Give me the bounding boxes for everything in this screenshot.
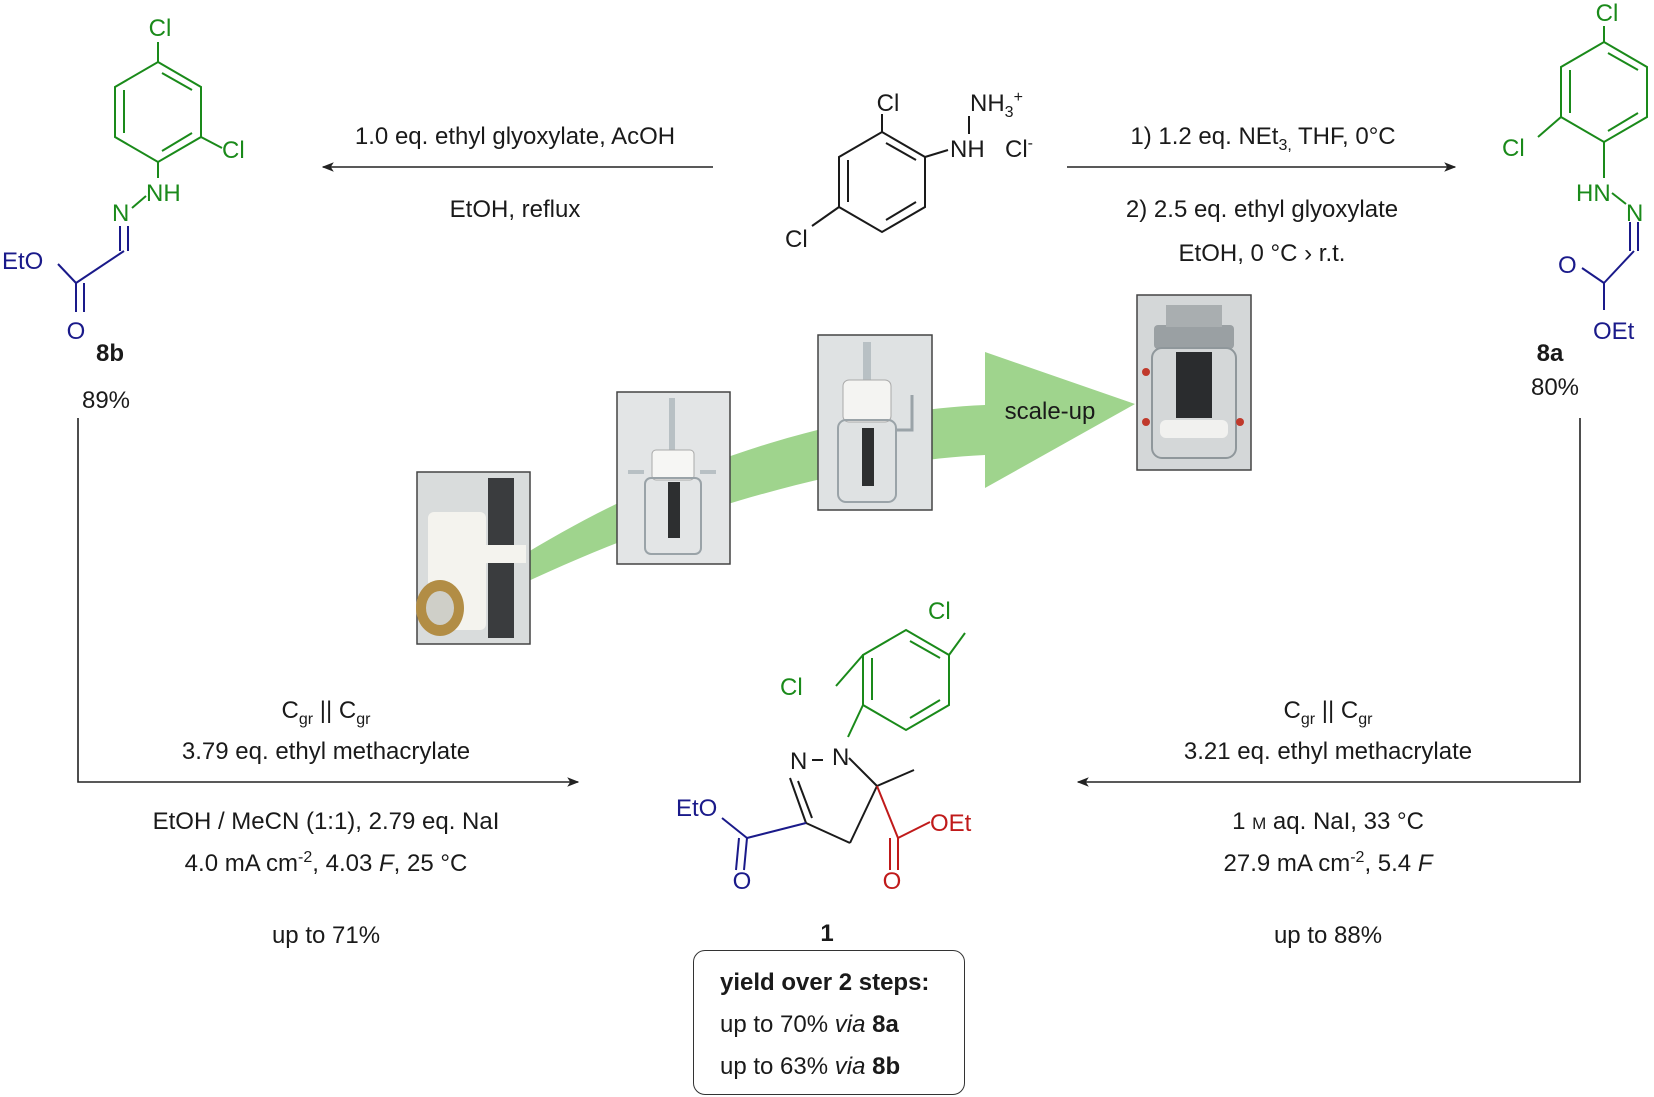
photo-large-reactor xyxy=(1136,294,1252,471)
photo-small-cell xyxy=(416,471,531,645)
left-cond-current-mid: , 4.03 xyxy=(312,850,380,877)
right-cond-sep: || xyxy=(1315,697,1341,724)
c8b-yield: 89% xyxy=(81,387,131,414)
arrow-8b-to-1 xyxy=(77,418,580,787)
summary-row1-pre: up to 70% xyxy=(720,1011,835,1038)
right-cond-c2: C xyxy=(1340,697,1359,724)
right-cond-solvent-post: aq. NaI, 33 °C xyxy=(1266,808,1424,835)
left-cond-sep: || xyxy=(313,697,339,724)
left-cond-sub1: gr xyxy=(298,710,314,728)
right-reaction-line1-pre: 1) 1.2 eq. NEt xyxy=(1130,123,1279,150)
right-cond-solvent-m: M xyxy=(1252,814,1267,833)
p1-label: 1 xyxy=(820,920,834,947)
right-reaction-line1-post: THF, 0°C xyxy=(1291,123,1396,150)
left-cond-electrodes: Cgr || Cgr xyxy=(281,697,371,728)
right-cond-current-sup: -2 xyxy=(1350,849,1365,866)
scale-up-label: scale-up xyxy=(1004,398,1096,425)
summary-row2-pre: up to 63% xyxy=(720,1053,835,1080)
summary-heading: yield over 2 steps: xyxy=(720,969,930,996)
p1-cl-top: Cl xyxy=(928,598,951,625)
c8a-cl-top: Cl xyxy=(1595,0,1619,27)
right-cond-current-mid: , 5.4 xyxy=(1364,850,1418,877)
start-cl-bottom: Cl xyxy=(785,226,808,253)
left-cond-solvent: EtOH / MeCN (1:1), 2.79 eq. NaI xyxy=(152,808,500,835)
p1-o-right: O xyxy=(882,868,902,895)
yield-summary-box: yield over 2 steps: up to 70% via 8a up … xyxy=(693,950,965,1095)
left-cond-current-pre: 4.0 mA cm xyxy=(184,850,299,877)
c8a-cl-ortho: Cl xyxy=(1502,135,1525,162)
start-cl-top: Cl xyxy=(876,90,900,117)
right-cond-electrodes: Cgr || Cgr xyxy=(1283,697,1373,728)
left-reaction-line1: 1.0 eq. ethyl glyoxylate, AcOH xyxy=(354,123,676,150)
left-cond-current-sup: -2 xyxy=(298,849,313,866)
c8a-o: O xyxy=(1558,252,1577,279)
left-cond-c2: C xyxy=(338,697,357,724)
right-reaction-line3: EtOH, 0 °C › r.t. xyxy=(1178,240,1346,267)
start-chloride-text: Cl xyxy=(1005,136,1028,163)
starting-material-structure xyxy=(811,114,970,234)
left-reaction-line2: EtOH, reflux xyxy=(449,196,581,223)
c8a-label: 8a xyxy=(1536,340,1564,367)
start-chloride: Cl- xyxy=(1005,136,1033,164)
c8b-cl-ortho: Cl xyxy=(222,137,245,164)
compound-8b-structure xyxy=(57,42,223,312)
c8b-n: N xyxy=(112,200,130,227)
start-nh3-sup: + xyxy=(1013,89,1023,106)
c8b-eto: EtO xyxy=(2,248,44,275)
right-reaction-line1: 1) 1.2 eq. NEt3, THF, 0°C xyxy=(1130,123,1396,154)
left-cond-yield: up to 71% xyxy=(271,922,381,949)
left-cond-c1: C xyxy=(281,697,299,724)
start-nh3: NH3+ xyxy=(970,89,1023,121)
p1-eto: EtO xyxy=(676,795,718,822)
right-cond-sub1: gr xyxy=(1300,710,1316,728)
left-cond-sub2: gr xyxy=(356,710,371,728)
product-1-structure xyxy=(721,628,966,871)
start-nh: NH xyxy=(950,136,985,163)
summary-row1-via: via xyxy=(834,1011,866,1038)
right-cond-c1: C xyxy=(1283,697,1301,724)
right-cond-yield: up to 88% xyxy=(1273,922,1383,949)
c8b-o: O xyxy=(66,318,86,345)
c8a-hn: HN xyxy=(1576,180,1611,207)
p1-oet: OEt xyxy=(930,810,972,837)
right-cond-current-f: F xyxy=(1417,850,1433,877)
right-reaction-line2: 2) 2.5 eq. ethyl glyoxylate xyxy=(1125,196,1399,223)
p1-n2: N xyxy=(790,748,808,775)
start-nh3-text: NH xyxy=(970,90,1005,117)
right-cond-solvent-pre: 1 xyxy=(1232,808,1253,835)
c8b-nh: NH xyxy=(146,180,181,207)
left-cond-current-post: , 25 °C xyxy=(393,850,468,877)
right-cond-current: 27.9 mA cm-2, 5.4 F xyxy=(1224,850,1433,878)
c8a-oet: OEt xyxy=(1593,318,1635,345)
photo-glass-cell-2 xyxy=(817,334,933,511)
p1-n1: N xyxy=(832,744,850,771)
right-cond-reagent: 3.21 eq. ethyl methacrylate xyxy=(1183,738,1473,765)
summary-row1-cmp: 8a xyxy=(872,1011,899,1038)
c8a-yield: 80% xyxy=(1530,374,1580,401)
summary-row-8b: up to 63% via 8b xyxy=(720,1053,900,1081)
arrow-8a-to-1 xyxy=(1076,418,1581,787)
left-cond-current-f: F xyxy=(379,850,394,877)
right-cond-sub2: gr xyxy=(1358,710,1373,728)
reaction-arrows xyxy=(77,162,1581,787)
c8a-n: N xyxy=(1626,200,1644,227)
summary-row2-via: via xyxy=(834,1053,866,1080)
right-reaction-line1-sub: 3, xyxy=(1278,136,1292,154)
right-cond-solvent: 1 M aq. NaI, 33 °C xyxy=(1232,808,1424,838)
p1-o-left: O xyxy=(732,868,752,895)
start-chloride-sup: - xyxy=(1027,135,1033,152)
start-nh3-sub: 3 xyxy=(1004,103,1014,121)
summary-row-8a: up to 70% via 8a xyxy=(720,1011,899,1039)
summary-row2-cmp: 8b xyxy=(872,1053,901,1080)
left-cond-reagent: 3.79 eq. ethyl methacrylate xyxy=(181,738,471,765)
c8b-label: 8b xyxy=(95,340,125,367)
right-cond-current-pre: 27.9 mA cm xyxy=(1223,850,1351,877)
p1-cl-ortho: Cl xyxy=(780,674,803,701)
compound-8a-structure xyxy=(1537,26,1648,310)
left-cond-current: 4.0 mA cm-2, 4.03 F, 25 °C xyxy=(185,850,468,878)
c8b-cl-top: Cl xyxy=(148,15,172,42)
photo-glass-cell-1 xyxy=(616,391,731,565)
